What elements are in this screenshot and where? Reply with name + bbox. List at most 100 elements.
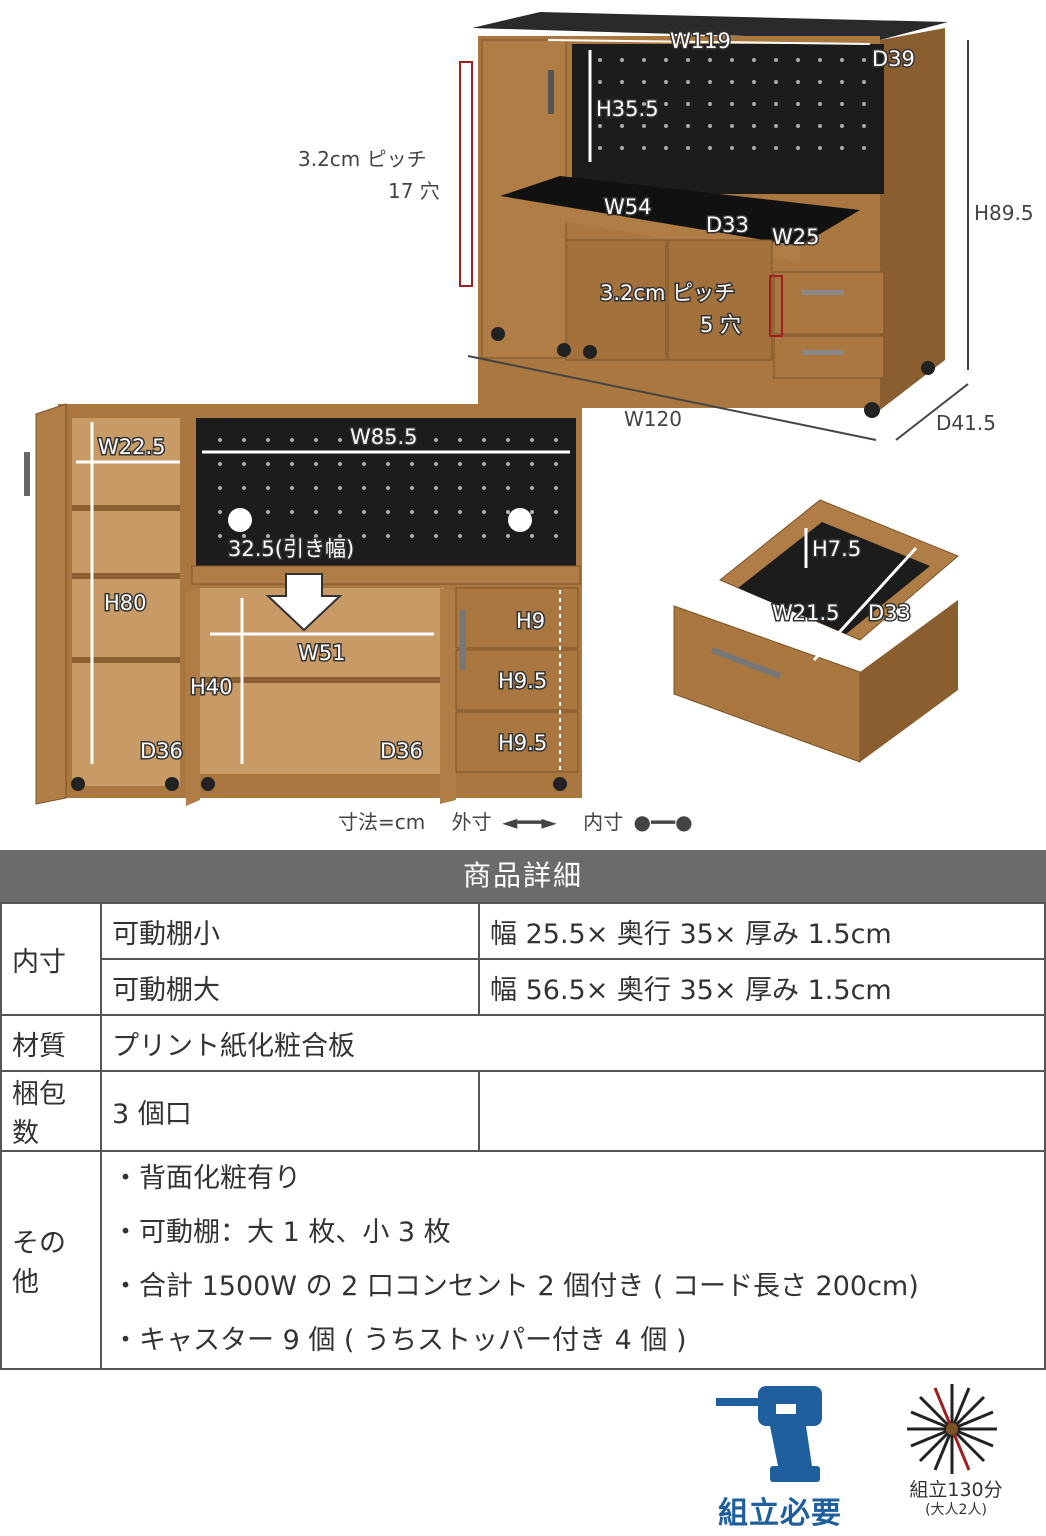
peg-hole (642, 58, 646, 62)
small-shelf-value: 幅 25.5× 奥行 35× 厚み 1.5cm (478, 902, 1046, 960)
pull-arrow-icon (265, 573, 343, 632)
dim-pitch-left-1: 3.2cm ピッチ (298, 147, 427, 171)
table-row: 材質 プリント紙化粧合板 (0, 1014, 1046, 1072)
peg-hole (314, 534, 318, 538)
peg-hole (862, 146, 866, 150)
peg-hole (554, 534, 558, 538)
peg-hole (642, 146, 646, 150)
peg-hole (554, 510, 558, 514)
peg-hole (458, 486, 462, 490)
table-row: 可動棚大 幅 56.5× 奥行 35× 厚み 1.5cm (1, 958, 1046, 1016)
peg-hole (730, 146, 734, 150)
peg-hole (708, 146, 712, 150)
peg-hole (482, 510, 486, 514)
peg-hole (266, 438, 270, 442)
details-title: 商品詳細 (0, 850, 1046, 902)
peg-hole (338, 510, 342, 514)
peg-hole (314, 462, 318, 466)
legend-outer: 外寸 (451, 810, 492, 834)
peg-hole (410, 486, 414, 490)
peg-hole (482, 534, 486, 538)
dim-top-depth: D39 (872, 47, 915, 71)
peg-hole (686, 80, 690, 84)
assembly-people: (大人2人) (925, 1502, 987, 1518)
peg-hole (338, 486, 342, 490)
large-shelf-label: 可動棚大 (100, 958, 480, 1016)
assembly-required-label: 組立必要 (718, 1496, 842, 1531)
cabinet-front-view (24, 403, 582, 806)
peg-hole (506, 438, 510, 442)
other-item: ・キャスター 9 個 ( うちストッパー付き 4 個 ) (112, 1325, 687, 1356)
peg-hole (642, 124, 646, 128)
peg-hole (266, 462, 270, 466)
peg-hole (862, 102, 866, 106)
peg-hole (290, 534, 294, 538)
small-shelf-label: 可動棚小 (100, 902, 480, 960)
dim-drawer-depth: D33 (868, 601, 911, 625)
dim-pitch-mid-2: 5 穴 (700, 313, 741, 337)
peg-hole (242, 534, 246, 538)
peg-hole (458, 438, 462, 442)
dim-total-width: W120 (624, 407, 682, 431)
peg-hole (796, 102, 800, 106)
peg-hole (290, 486, 294, 490)
peg-hole (506, 486, 510, 490)
dim-drawer-height: H7.5 (812, 537, 861, 561)
peg-hole (434, 510, 438, 514)
peg-hole (620, 146, 624, 150)
peg-hole (708, 102, 712, 106)
peg-hole (620, 102, 624, 106)
peg-hole (620, 58, 624, 62)
peg-hole (218, 510, 222, 514)
peg-hole (554, 462, 558, 466)
details-table: 内寸 可動棚小 幅 25.5× 奥行 35× 厚み 1.5cm 可動棚大 幅 5… (0, 902, 1046, 1370)
peg-hole (434, 486, 438, 490)
peg-hole (410, 534, 414, 538)
peg-hole (314, 438, 318, 442)
peg-hole (642, 80, 646, 84)
peg-hole (410, 462, 414, 466)
peg-hole (290, 462, 294, 466)
dim-open-width: W85.5 (350, 425, 418, 449)
peg-hole (708, 58, 712, 62)
peg-hole (458, 510, 462, 514)
peg-hole (434, 438, 438, 442)
peg-hole (862, 58, 866, 62)
table-row: その他 ・背面化粧有り ・可動棚：大 1 枚、小 3 枚 ・合計 1500W の… (0, 1150, 1046, 1370)
package-label: 梱包数 (0, 1070, 102, 1152)
peg-hole (664, 80, 668, 84)
peg-hole (642, 102, 646, 106)
other-item: ・背面化粧有り (112, 1163, 301, 1194)
package-value: 3 個口 (100, 1070, 480, 1152)
dim-lower-width: W51 (298, 641, 346, 665)
peg-hole (386, 462, 390, 466)
peg-hole (482, 438, 486, 442)
peg-hole (752, 58, 756, 62)
legend-unit: 寸法=cm (338, 810, 426, 834)
peg-hole (434, 462, 438, 466)
peg-hole (840, 124, 844, 128)
peg-hole (598, 146, 602, 150)
assembly-time: 組立130分 (909, 1479, 1003, 1501)
drill-icon (716, 1386, 822, 1482)
cabinet-perspective (459, 12, 969, 441)
other-item: ・合計 1500W の 2 口コンセント 2 個付き ( コード長さ 200cm… (112, 1271, 919, 1302)
peg-hole (840, 58, 844, 62)
peg-hole (506, 510, 510, 514)
peg-hole (218, 462, 222, 466)
peg-hole (266, 534, 270, 538)
assembly-icons (716, 1384, 997, 1482)
peg-hole (386, 534, 390, 538)
table-row: 梱包数 3 個口 (0, 1070, 1046, 1152)
peg-hole (730, 124, 734, 128)
peg-hole (362, 438, 366, 442)
peg-hole (686, 102, 690, 106)
peg-hole (598, 102, 602, 106)
peg-hole (730, 58, 734, 62)
peg-hole (730, 102, 734, 106)
drawer-handle-icon (710, 647, 782, 679)
peg-hole (338, 462, 342, 466)
peg-hole (290, 438, 294, 442)
peg-hole (458, 462, 462, 466)
peg-hole (774, 58, 778, 62)
